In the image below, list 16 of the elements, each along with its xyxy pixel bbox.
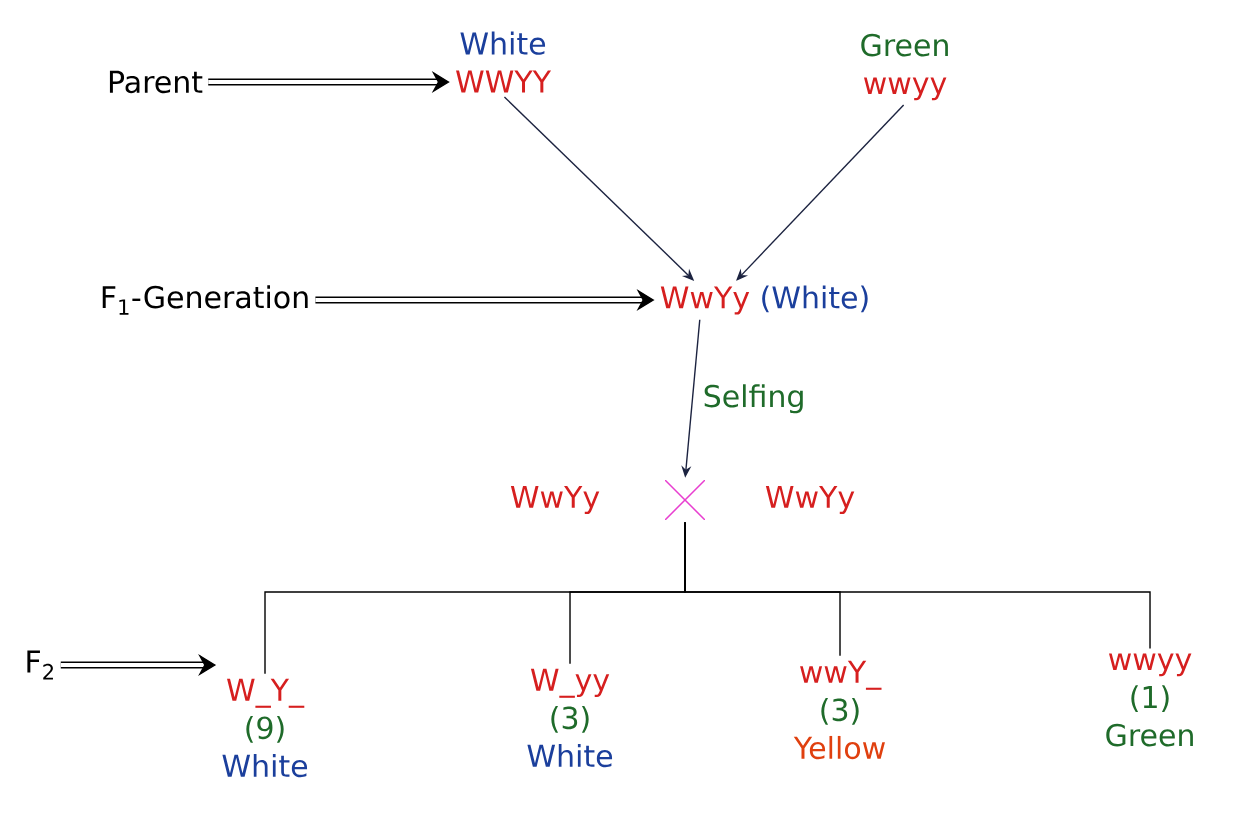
text-label: F$_{1}$-Generation	[102, 285, 308, 315]
genotype-label: White WWYY	[456, 31, 552, 93]
genotype-label: WwYy	[510, 485, 600, 515]
genotype-label: wwyy (1) Green	[1106, 653, 1193, 747]
text-label: Parent	[109, 70, 203, 94]
cross-symbol	[665, 480, 705, 520]
genotype-label: W_Y_ (9) White	[222, 678, 308, 778]
text-label: F$_{2}$	[27, 650, 53, 680]
arrow	[736, 104, 905, 281]
genotype-label: Green wwyy	[861, 33, 948, 101]
genotype-label: WwYy	[765, 485, 855, 515]
connector-line	[684, 521, 1151, 650]
genotype-label: WwYy (White)	[660, 285, 868, 315]
genotype-label: W_yy (3) White	[527, 668, 613, 768]
genotype-label: wwY_ (3) Yellow	[793, 660, 885, 760]
edge-label: Selfing	[700, 382, 808, 416]
